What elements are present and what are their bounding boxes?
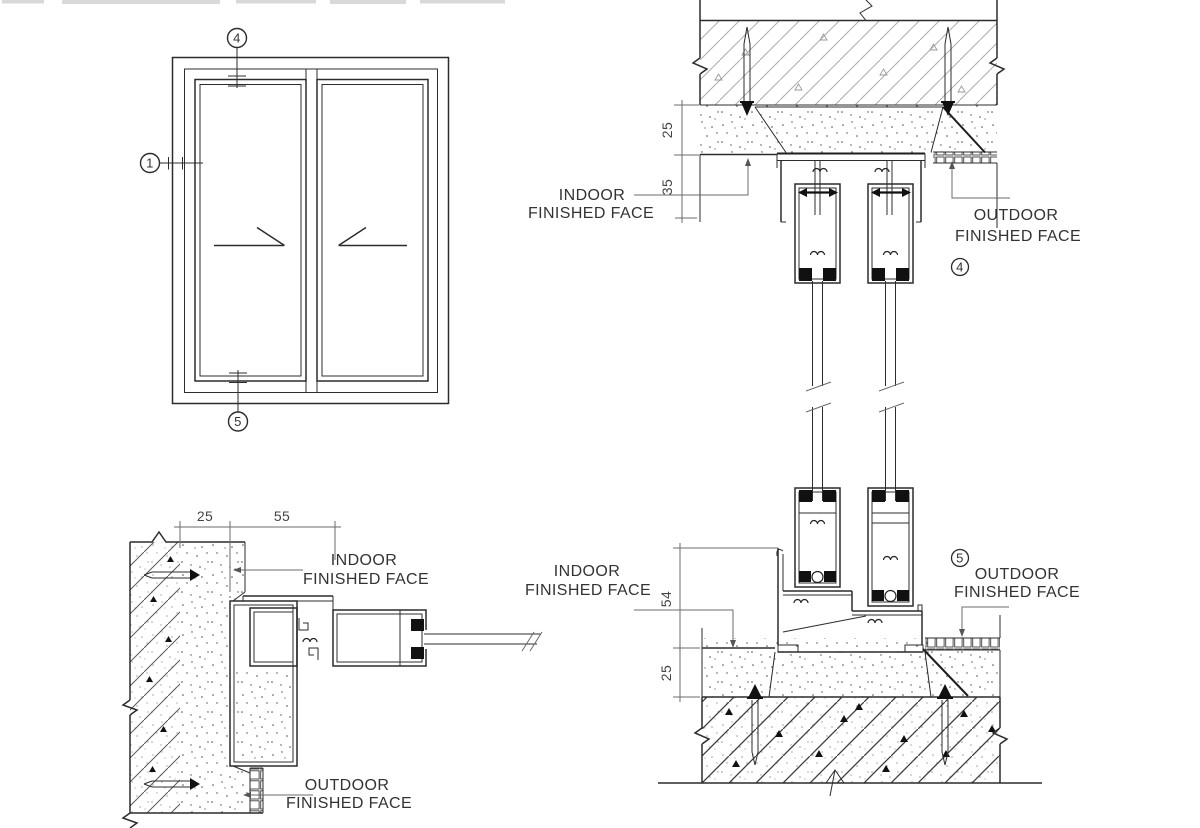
roller-wheel (884, 589, 897, 603)
aggregate-marks (714, 33, 966, 93)
window-elevation: 4 1 5 (139, 27, 450, 432)
mortar-pedestal (768, 648, 969, 698)
section-marker-head: 4 (226, 27, 248, 88)
svg-text:5: 5 (956, 551, 964, 566)
cropped-edge-artifact (2, 0, 505, 4)
anchor-bolt (941, 26, 955, 116)
dimension-head: 25 35 (659, 100, 699, 223)
svg-text:INDOOR: INDOOR (554, 563, 620, 580)
slide-direction-arrow-left-panel (214, 226, 285, 247)
outdoor-tile-finish (925, 638, 1000, 650)
svg-text:FINISHED FACE: FINISHED FACE (954, 584, 1080, 601)
concrete-lintel-hatch (700, 20, 997, 105)
aggregate-marks (146, 556, 174, 772)
svg-text:FINISHED FACE: FINISHED FACE (286, 795, 412, 812)
dimension-jamb: 25 55 (174, 508, 341, 592)
head-section-detail: 25 35 INDOOR FINISHED FACE OUTDOOR FINIS… (528, 0, 1081, 284)
mortar-stipple (180, 542, 250, 813)
anchor-bolt (143, 778, 200, 790)
anchor-bolt (747, 684, 763, 766)
sash-top-rail (794, 183, 841, 284)
sill-track-profile (776, 548, 924, 653)
svg-text:OUTDOOR: OUTDOOR (305, 777, 390, 794)
aggregate-marks (725, 703, 996, 772)
svg-text:INDOOR: INDOOR (331, 552, 397, 569)
outdoor-finished-face-label: 5 OUTDOOR FINISHED FACE (950, 548, 1080, 637)
detail-callout-5 (950, 548, 970, 568)
roller-wheel (811, 570, 824, 584)
outdoor-finished-face-label: OUTDOOR FINISHED FACE (949, 161, 1081, 245)
jamb-section-detail: 25 55 INDOOR FINISHED FACE OUTDOOR FINIS… (121, 508, 543, 828)
svg-text:FINISHED FACE: FINISHED FACE (525, 582, 651, 599)
section-marker-sill: 5 (227, 370, 249, 432)
anchor-bolt (143, 569, 200, 581)
jamb-frame-profile (229, 595, 334, 767)
outdoor-finished-face-label: OUTDOOR FINISHED FACE (243, 777, 412, 812)
elevation-callout-1: 1 (146, 156, 154, 171)
svg-text:FINISHED FACE: FINISHED FACE (955, 228, 1081, 245)
svg-text:INDOOR: INDOOR (559, 187, 625, 204)
glass-break-marks (805, 381, 905, 413)
anchor-bolt (937, 684, 953, 766)
elevation-callout-4: 4 (233, 31, 241, 46)
sash-top-rail (867, 183, 914, 284)
grout-fill (236, 670, 291, 760)
dim-55-jamb: 55 (274, 508, 290, 524)
outdoor-tile-finish (250, 768, 263, 813)
indoor-finished-face-label: INDOOR FINISHED FACE (233, 552, 429, 588)
mortar-bed-stipple (700, 105, 997, 153)
svg-text:4: 4 (956, 260, 964, 275)
jamb-sash-profile (332, 609, 543, 667)
outdoor-tile-finish (933, 152, 997, 163)
dim-25-sill: 25 (658, 665, 674, 681)
mortar-pocket (754, 106, 986, 154)
indoor-finished-face-label: INDOOR FINISHED FACE (525, 563, 736, 648)
section-marker-jamb: 1 (139, 152, 203, 174)
dim-25-head: 25 (659, 122, 675, 138)
sill-section-detail: 54 25 INDOOR FINISHED FACE 5 OUTDOOR FIN… (525, 487, 1080, 797)
elevation-callout-5: 5 (234, 414, 242, 429)
glass-break-marks (521, 631, 543, 652)
svg-text:OUTDOOR: OUTDOOR (974, 207, 1059, 224)
svg-text:OUTDOOR: OUTDOOR (975, 566, 1060, 583)
dim-35-head: 35 (659, 179, 675, 195)
svg-text:FINISHED FACE: FINISHED FACE (303, 571, 429, 588)
dimension-sill: 54 25 (658, 543, 778, 702)
glass-panes (805, 281, 905, 501)
sash-bottom-rail (794, 487, 841, 588)
sash-bottom-rail (867, 487, 914, 607)
detail-callout-4: 4 (950, 257, 970, 277)
svg-text:FINISHED FACE: FINISHED FACE (528, 205, 654, 222)
anchor-bolt (740, 26, 754, 116)
dim-25-jamb: 25 (197, 508, 213, 524)
dim-54-sill: 54 (658, 591, 674, 607)
indoor-finished-face-label: INDOOR FINISHED FACE (528, 158, 751, 222)
slide-direction-arrow-right-panel (338, 226, 407, 247)
